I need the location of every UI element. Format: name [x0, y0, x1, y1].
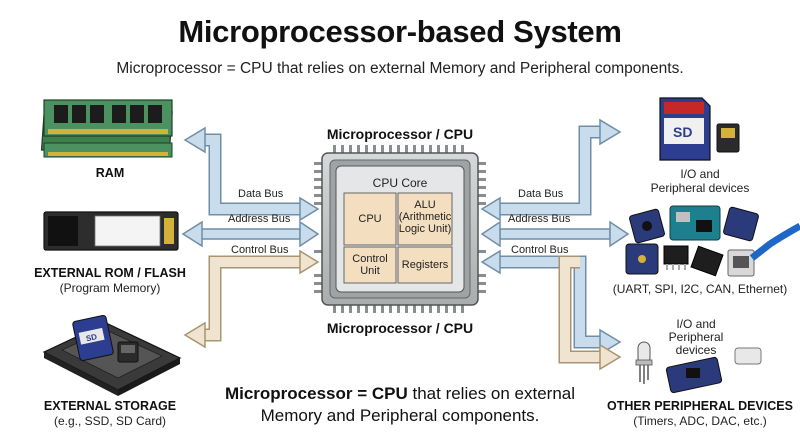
control-unit-label: Control Unit — [352, 253, 388, 277]
alu-block — [397, 192, 453, 246]
storage-sublabel: (e.g., SSD, SD Card) — [53, 414, 167, 428]
storage-drive-icon: SD — [42, 314, 182, 396]
svg-text:SD: SD — [85, 332, 98, 343]
left-data-bus-label: Data Bus — [238, 188, 284, 200]
right-control-bus-label: Control Bus — [511, 244, 569, 256]
page-title: Microprocessor-based System — [178, 14, 622, 49]
io-lower-label: I/O and Peripheral devices — [668, 317, 724, 357]
right-control-bus-arrow — [480, 249, 622, 371]
page-subtitle: Microprocessor = CPU that relies on exte… — [116, 60, 684, 77]
io-top-label: I/O and Peripheral devices — [650, 167, 750, 195]
cpu-top-label: Microprocessor / CPU — [326, 126, 474, 142]
caption-line1: that relies on external — [407, 384, 576, 403]
cpu-bottom-label: Microprocessor / CPU — [326, 320, 474, 336]
left-control-bus-arrow — [183, 249, 320, 349]
right-data-bus-arrow — [480, 118, 622, 222]
board-modules-icon — [625, 205, 800, 277]
caption-bold: Microprocessor = CPU — [224, 384, 408, 403]
cpu-chip — [314, 145, 486, 313]
rom-sublabel: (Program Memory) — [59, 281, 161, 295]
cpu-block — [343, 192, 397, 246]
left-control-bus-label: Control Bus — [231, 244, 289, 256]
other-peripherals-label: OTHER PERIPHERAL DEVICES — [607, 399, 793, 413]
registers-block — [397, 246, 453, 284]
bottom-caption: Microprocessor = CPU that relies on exte… — [190, 383, 610, 427]
caption-line2: Memory and Peripheral components. — [260, 406, 540, 425]
sensor-led-icon — [635, 341, 762, 394]
right-address-bus-arrow — [480, 220, 630, 248]
interfaces-label: (UART, SPI, I2C, CAN, Ethernet) — [612, 282, 788, 296]
left-address-bus-arrow — [181, 220, 320, 248]
left-address-bus-label: Address Bus — [228, 213, 291, 225]
right-data-bus-label: Data Bus — [518, 188, 564, 200]
svg-text:SD: SD — [673, 124, 692, 140]
left-data-bus-arrow — [183, 126, 320, 222]
right-address-bus-label: Address Bus — [508, 213, 571, 225]
ram-module-icon — [40, 99, 173, 158]
cpu-core-label: CPU Core — [372, 176, 428, 190]
registers-label: Registers — [401, 259, 449, 271]
storage-label: EXTERNAL STORAGE — [43, 399, 177, 413]
rom-label: EXTERNAL ROM / FLASH — [34, 266, 186, 280]
ram-label: RAM — [95, 166, 125, 180]
control-unit-block — [343, 246, 397, 284]
cpu-block-label: CPU — [358, 213, 382, 225]
alu-block-label: ALU (Arithmetic Logic Unit) — [398, 199, 452, 235]
other-peripherals-sublabel: (Timers, ADC, DAC, etc.) — [633, 414, 767, 428]
flash-chip-icon — [43, 211, 179, 251]
sd-card-icon: SD — [659, 97, 740, 161]
